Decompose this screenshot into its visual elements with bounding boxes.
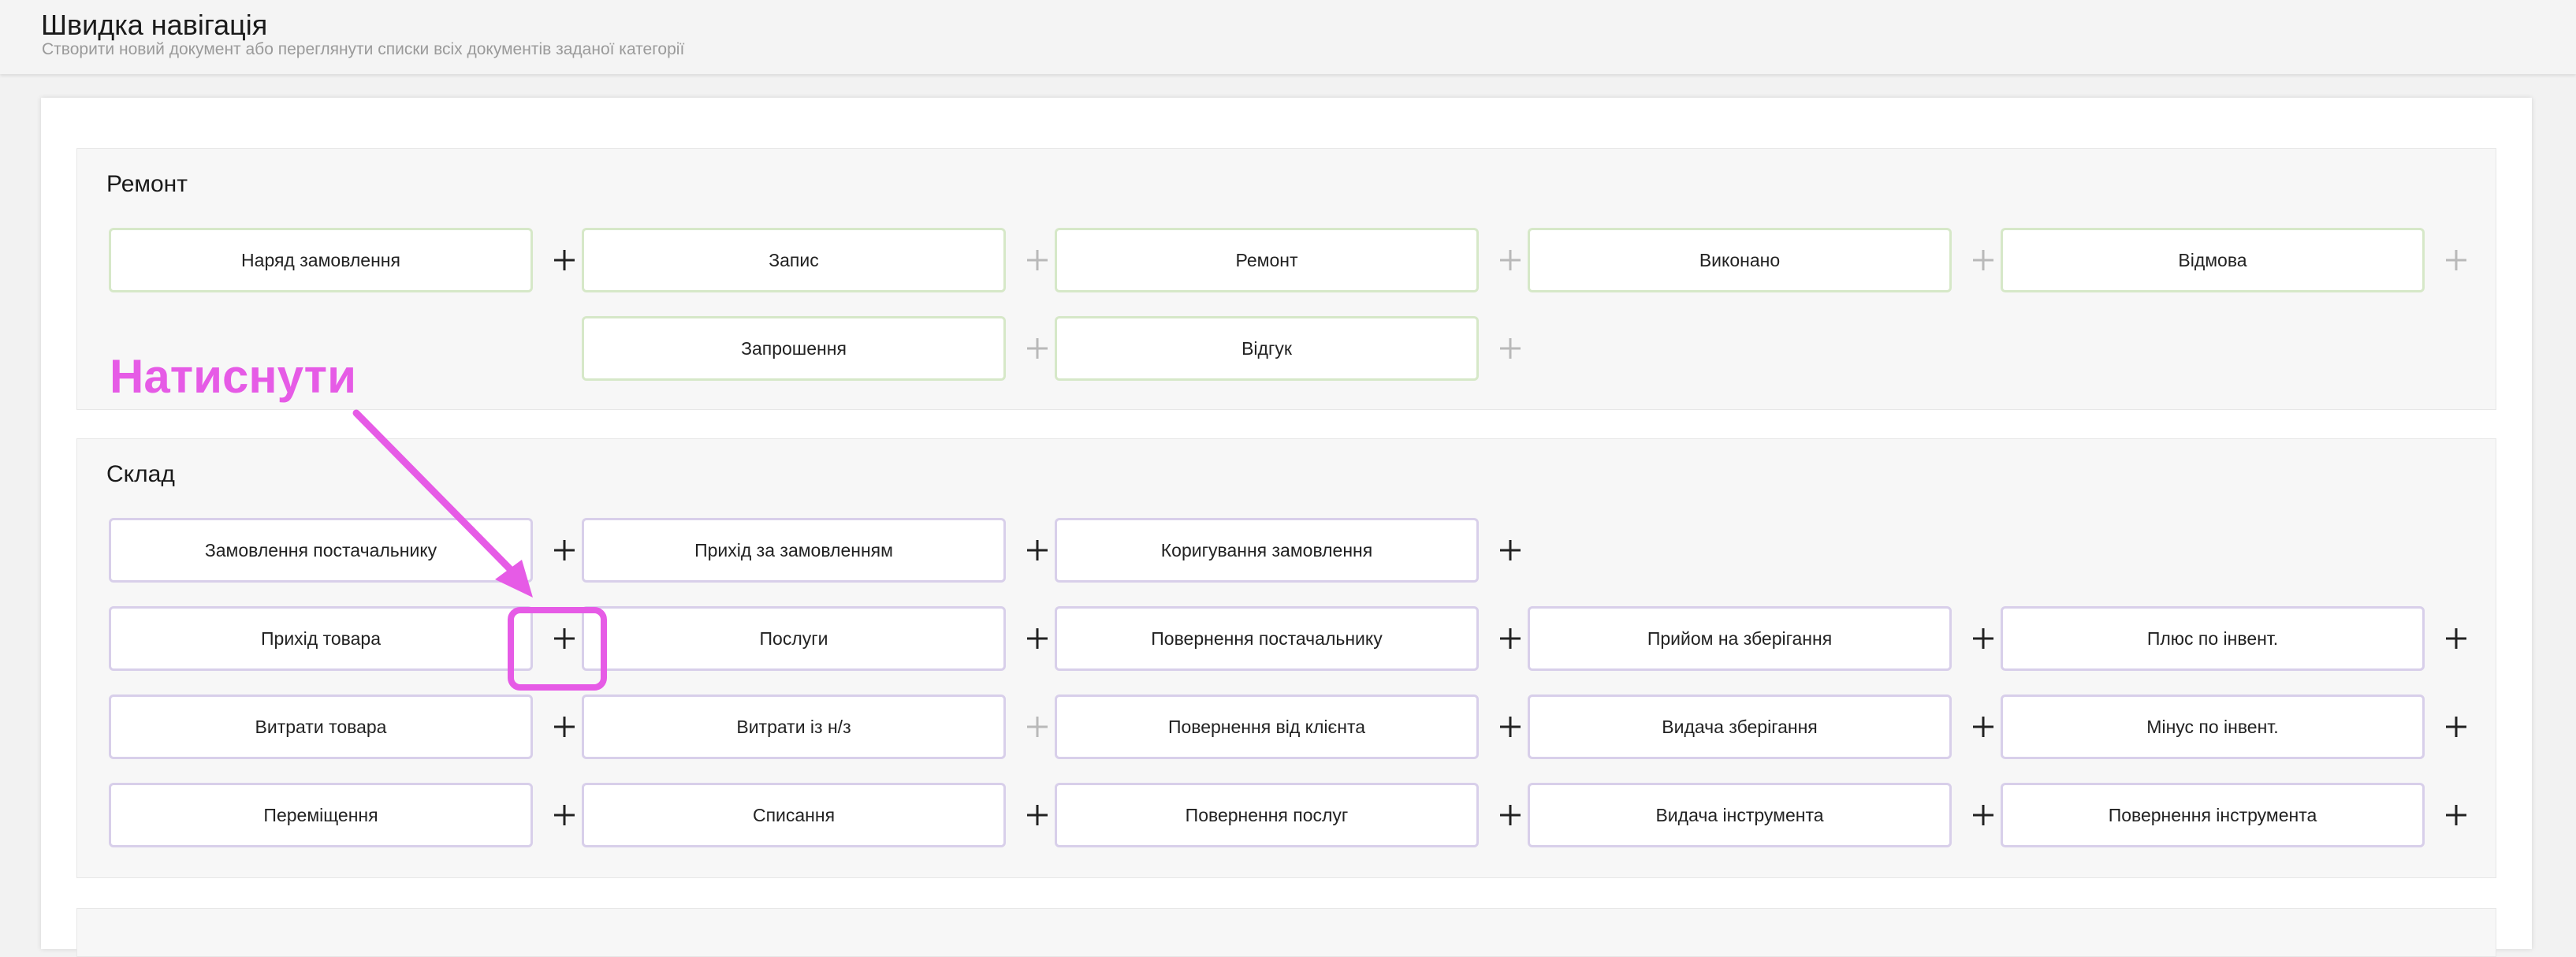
add-new-plus-icon[interactable] bbox=[1014, 518, 1061, 583]
nav-button[interactable]: Відгук bbox=[1055, 316, 1479, 381]
add-new-plus-icon[interactable] bbox=[1487, 694, 1534, 759]
annotation-label: Натиснути bbox=[110, 350, 356, 403]
add-new-plus-icon[interactable] bbox=[1014, 228, 1061, 292]
nav-button[interactable]: Прихід товара bbox=[109, 606, 533, 671]
nav-button[interactable]: Коригування замовлення bbox=[1055, 518, 1479, 583]
add-new-plus-icon[interactable] bbox=[2433, 606, 2480, 671]
add-new-plus-icon[interactable] bbox=[541, 228, 588, 292]
add-new-plus-icon[interactable] bbox=[1960, 606, 2007, 671]
nav-button[interactable]: Видача зберігання bbox=[1528, 694, 1952, 759]
page-header: Швидка навігація Створити новий документ… bbox=[0, 0, 2576, 74]
add-new-plus-icon[interactable] bbox=[2433, 694, 2480, 759]
add-new-plus-icon[interactable] bbox=[1960, 694, 2007, 759]
annotation-arrow bbox=[352, 409, 533, 598]
page-subtitle: Створити новий документ або переглянути … bbox=[42, 40, 685, 58]
section-title: Склад bbox=[106, 461, 175, 487]
add-new-plus-icon[interactable] bbox=[1487, 228, 1534, 292]
nav-button[interactable]: Повернення постачальнику bbox=[1055, 606, 1479, 671]
add-new-plus-icon[interactable] bbox=[1014, 694, 1061, 759]
nav-button[interactable]: Мінус по інвент. bbox=[2001, 694, 2425, 759]
nav-button[interactable]: Прийом на зберігання bbox=[1528, 606, 1952, 671]
nav-button[interactable]: Повернення послуг bbox=[1055, 783, 1479, 847]
nav-button[interactable]: Повернення інструмента bbox=[2001, 783, 2425, 847]
nav-button[interactable]: Замовлення постачальнику bbox=[109, 518, 533, 583]
add-new-plus-icon[interactable] bbox=[1014, 783, 1061, 847]
add-new-plus-icon[interactable] bbox=[1014, 606, 1061, 671]
nav-button[interactable]: Витрати із н/з bbox=[582, 694, 1006, 759]
add-new-plus-icon[interactable] bbox=[1487, 783, 1534, 847]
nav-button[interactable]: Видача інструмента bbox=[1528, 783, 1952, 847]
add-new-plus-icon[interactable] bbox=[541, 694, 588, 759]
add-new-plus-icon[interactable] bbox=[1960, 783, 2007, 847]
page-title: Швидка навігація bbox=[41, 9, 268, 41]
annotation-highlight-box bbox=[508, 607, 607, 691]
add-new-plus-icon[interactable] bbox=[1960, 228, 2007, 292]
nav-button[interactable]: Виконано bbox=[1528, 228, 1952, 292]
nav-button[interactable]: Плюс по інвент. bbox=[2001, 606, 2425, 671]
nav-button[interactable]: Наряд замовлення bbox=[109, 228, 533, 292]
add-new-plus-icon[interactable] bbox=[541, 783, 588, 847]
add-new-plus-icon[interactable] bbox=[1014, 316, 1061, 381]
section-title: Ремонт bbox=[106, 171, 188, 197]
add-new-plus-icon[interactable] bbox=[2433, 228, 2480, 292]
nav-button[interactable]: Послуги bbox=[582, 606, 1006, 671]
add-new-plus-icon[interactable] bbox=[1487, 518, 1534, 583]
nav-button[interactable]: Переміщення bbox=[109, 783, 533, 847]
add-new-plus-icon[interactable] bbox=[1487, 606, 1534, 671]
nav-button[interactable]: Ремонт bbox=[1055, 228, 1479, 292]
add-new-plus-icon[interactable] bbox=[541, 606, 588, 671]
nav-button[interactable]: Витрати товара bbox=[109, 694, 533, 759]
add-new-plus-icon[interactable] bbox=[541, 518, 588, 583]
add-new-plus-icon[interactable] bbox=[2433, 783, 2480, 847]
section-warehouse: Склад Замовлення постачальнику Прихід за … bbox=[76, 438, 2496, 878]
add-new-plus-icon[interactable] bbox=[1487, 316, 1534, 381]
nav-button[interactable]: Відмова bbox=[2001, 228, 2425, 292]
nav-button[interactable]: Прихід за замовленням bbox=[582, 518, 1006, 583]
nav-button[interactable]: Запрошення bbox=[582, 316, 1006, 381]
nav-button[interactable]: Списання bbox=[582, 783, 1006, 847]
nav-button[interactable]: Запис bbox=[582, 228, 1006, 292]
nav-button[interactable]: Повернення від клієнта bbox=[1055, 694, 1479, 759]
